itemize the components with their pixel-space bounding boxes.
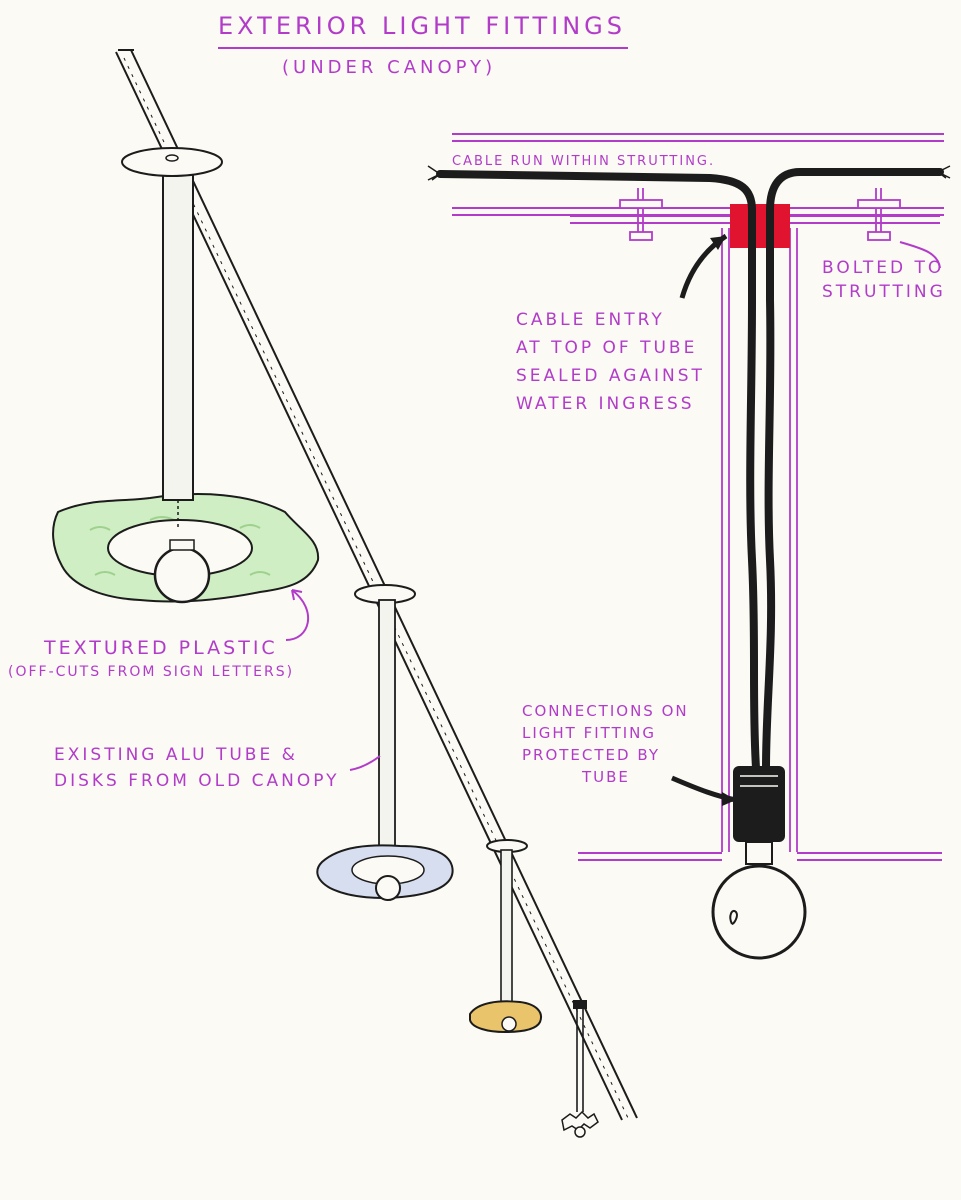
connections-line-2: LIGHT FITTING — [522, 724, 656, 742]
large-tube — [162, 161, 194, 501]
medium-bulb — [375, 875, 401, 901]
lamp-holder — [733, 766, 785, 842]
connections-line-3: PROTECTED BY — [522, 746, 660, 764]
bolt-left — [619, 188, 663, 241]
small-plastic-shade — [469, 1000, 542, 1034]
bolted-label-line-1: BOLTED TO — [822, 258, 945, 278]
cable-run-label: CABLE RUN WITHIN STRUTTING. — [452, 154, 716, 169]
bolted-label: BOLTED TO STRUTTING — [822, 256, 946, 304]
large-light-fitting — [52, 147, 320, 604]
cable-entry-line-4: WATER INGRESS — [516, 394, 695, 414]
small-tube — [500, 849, 513, 1009]
existing-tube-line-2: DISKS FROM OLD CANOPY — [54, 771, 340, 791]
cable-entry-line-3: SEALED AGAINST — [516, 366, 705, 386]
large-bulb — [153, 546, 211, 604]
bolted-label-line-2: STRUTTING — [822, 282, 946, 302]
cable-entry-seal — [730, 204, 790, 248]
small-light-fitting — [469, 839, 542, 1034]
medium-tube — [378, 599, 396, 853]
cables — [436, 168, 944, 772]
connections-label: CONNECTIONS ON LIGHT FITTING PROTECTED B… — [522, 700, 689, 788]
tube-pointer — [349, 755, 381, 771]
existing-tube-label: EXISTING ALU TUBE & DISKS FROM OLD CANOP… — [54, 742, 340, 794]
vertical-tube — [721, 228, 798, 852]
textured-plastic-line-1: TEXTURED PLASTIC — [44, 637, 278, 659]
textured-plastic-line-2: (OFF-CUTS FROM SIGN LETTERS) — [8, 664, 295, 680]
connections-line-4: TUBE — [582, 768, 630, 786]
large-top-disk — [121, 147, 223, 177]
bolted-pointer — [899, 241, 941, 269]
bolt-right — [857, 188, 901, 241]
existing-tube-line-1: EXISTING ALU TUBE & — [54, 745, 298, 765]
cable-entry-line-1: CABLE ENTRY — [516, 310, 665, 330]
canopy-panel — [578, 852, 942, 861]
page-subtitle: (UNDER CANOPY) — [282, 57, 497, 78]
tiny-light-fitting — [561, 1000, 599, 1138]
plastic-pointer — [285, 589, 310, 641]
cable-entry-line-2: AT TOP OF TUBE — [516, 338, 698, 358]
cable-entry-label: CABLE ENTRY AT TOP OF TUBE SEALED AGAINS… — [516, 306, 705, 418]
bulb — [711, 841, 807, 960]
page-title: EXTERIOR LIGHT FITTINGS — [218, 12, 626, 40]
textured-plastic-label: TEXTURED PLASTIC (OFF-CUTS FROM SIGN LET… — [8, 636, 294, 684]
connections-line-1: CONNECTIONS ON — [522, 702, 689, 720]
medium-light-fitting — [316, 584, 454, 901]
